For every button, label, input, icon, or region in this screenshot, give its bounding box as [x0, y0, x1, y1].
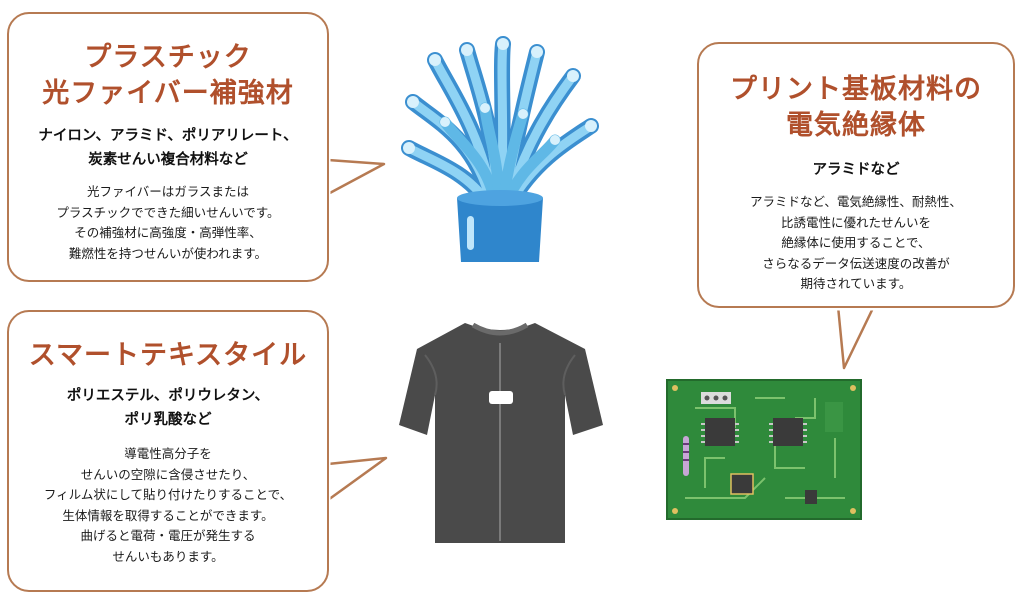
- pcb-description: アラミドなど、電気絶縁性、耐熱性、 比誘電性に優れたせんいを 絶縁体に使用するこ…: [699, 192, 1013, 295]
- optical-fiber-bundle-icon: [401, 36, 599, 262]
- fiber-description: 光ファイバーはガラスまたは プラスチックでできた細いせんいです。 その補強材に高…: [9, 182, 327, 264]
- textile-callout-tail: [320, 456, 388, 504]
- fiber-title: プラスチック 光ファイバー補強材: [9, 40, 327, 112]
- pcb-materials-line: アラミドなど: [812, 162, 900, 178]
- fiber-description-line: その補強材に高強度・高弾性率、: [74, 225, 262, 240]
- pcb-callout-tail: [836, 300, 876, 370]
- pcb-description-line: 絶縁体に使用することで、: [781, 235, 931, 250]
- fiber-reinforcement-callout: プラスチック 光ファイバー補強材 ナイロン、アラミド、ポリアリレート、 炭素せん…: [7, 12, 329, 282]
- circuit-board-icon: [666, 379, 862, 520]
- textile-description-line: 導電性高分子を: [124, 446, 212, 461]
- textile-materials-line: ポリ乳酸など: [124, 412, 212, 428]
- fiber-description-line: 難燃性を持つせんいが使われます。: [68, 245, 268, 261]
- pcb-description-line: 比誘電性に優れたせんいを: [780, 214, 931, 230]
- pcb-title-line: 電気絶縁体: [786, 110, 926, 141]
- pcb-title: プリント基板材料の 電気絶縁体: [699, 72, 1013, 144]
- fiber-callout-tail: [320, 158, 386, 198]
- fiber-materials-line: ナイロン、アラミド、ポリアリレート、: [38, 128, 298, 144]
- smart-shirt-icon: [399, 322, 603, 543]
- pcb-description-line: さらなるデータ伝送速度の改善が: [762, 255, 950, 271]
- pcb-description-line: アラミドなど、電気絶縁性、耐熱性、: [750, 194, 962, 209]
- pcb-title-line: プリント基板材料の: [730, 74, 982, 105]
- fiber-description-line: プラスチックでできた細いせんいです。: [56, 204, 280, 220]
- textile-description-line: せんいの空隙に含侵させたり、: [80, 466, 256, 482]
- textile-description: 導電性高分子を せんいの空隙に含侵させたり、 フィルム状にして貼り付けたりするこ…: [9, 444, 327, 567]
- textile-description-line: フィルム状にして貼り付けたりすることで、: [43, 487, 293, 502]
- textile-description-line: せんいもあります。: [112, 548, 224, 564]
- fiber-description-line: 光ファイバーはガラスまたは: [86, 184, 249, 199]
- fiber-materials: ナイロン、アラミド、ポリアリレート、 炭素せんい複合材料など: [9, 124, 327, 172]
- fiber-title-line: 光ファイバー補強材: [42, 78, 294, 109]
- textile-description-line: 生体情報を取得することができます。: [62, 507, 274, 523]
- textile-materials-line: ポリエステル、ポリウレタン、: [66, 388, 270, 404]
- textile-title-line: スマートテキスタイル: [28, 340, 308, 371]
- fiber-materials-line: 炭素せんい複合材料など: [88, 152, 248, 168]
- pcb-insulator-callout: プリント基板材料の 電気絶縁体 アラミドなど アラミドなど、電気絶縁性、耐熱性、…: [697, 42, 1015, 308]
- smart-textile-callout: スマートテキスタイル ポリエステル、ポリウレタン、 ポリ乳酸など 導電性高分子を…: [7, 310, 329, 592]
- textile-materials: ポリエステル、ポリウレタン、 ポリ乳酸など: [9, 384, 327, 432]
- fiber-title-line: プラスチック: [84, 42, 252, 73]
- textile-title: スマートテキスタイル: [9, 338, 327, 374]
- pcb-materials: アラミドなど: [699, 158, 1013, 182]
- textile-description-line: 曲げると電荷・電圧が発生する: [80, 528, 256, 543]
- pcb-description-line: 期待されています。: [800, 276, 912, 291]
